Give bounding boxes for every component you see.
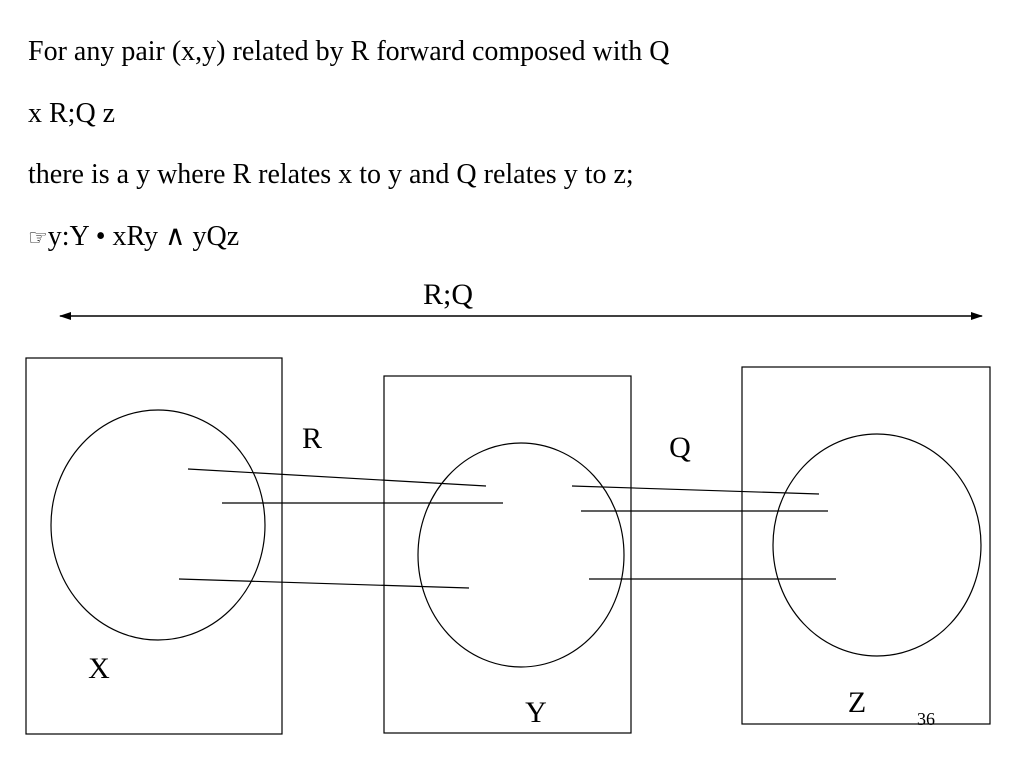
set-y-box — [383, 375, 632, 734]
set-x-label: X — [88, 652, 110, 685]
set-y-label: Y — [525, 696, 547, 729]
text-line-3: there is a y where R relates x to y and … — [28, 159, 634, 190]
relation-r-line — [178, 578, 470, 589]
set-z-label: Z — [848, 686, 866, 719]
text-line-2: x R;Q z — [28, 98, 116, 129]
text-line-4: ☞y:Y • xRy ∧ yQz — [28, 221, 239, 255]
relation-r-label: R — [302, 422, 322, 455]
composition-label: R;Q — [423, 278, 473, 311]
formula-text: y:Y • xRy ∧ yQz — [47, 221, 240, 252]
pointing-hand-icon: ☞ — [28, 226, 48, 251]
set-y-ellipse — [417, 442, 625, 668]
relation-r-line — [187, 468, 487, 487]
set-x-box — [25, 357, 283, 735]
set-z-ellipse — [772, 433, 982, 657]
set-x-ellipse — [50, 409, 266, 641]
relation-q-label: Q — [669, 431, 691, 464]
relation-q-line — [571, 485, 820, 495]
set-z-box — [741, 366, 991, 725]
page-number: 36 — [917, 709, 935, 729]
text-line-1: For any pair (x,y) related by R forward … — [28, 36, 670, 67]
